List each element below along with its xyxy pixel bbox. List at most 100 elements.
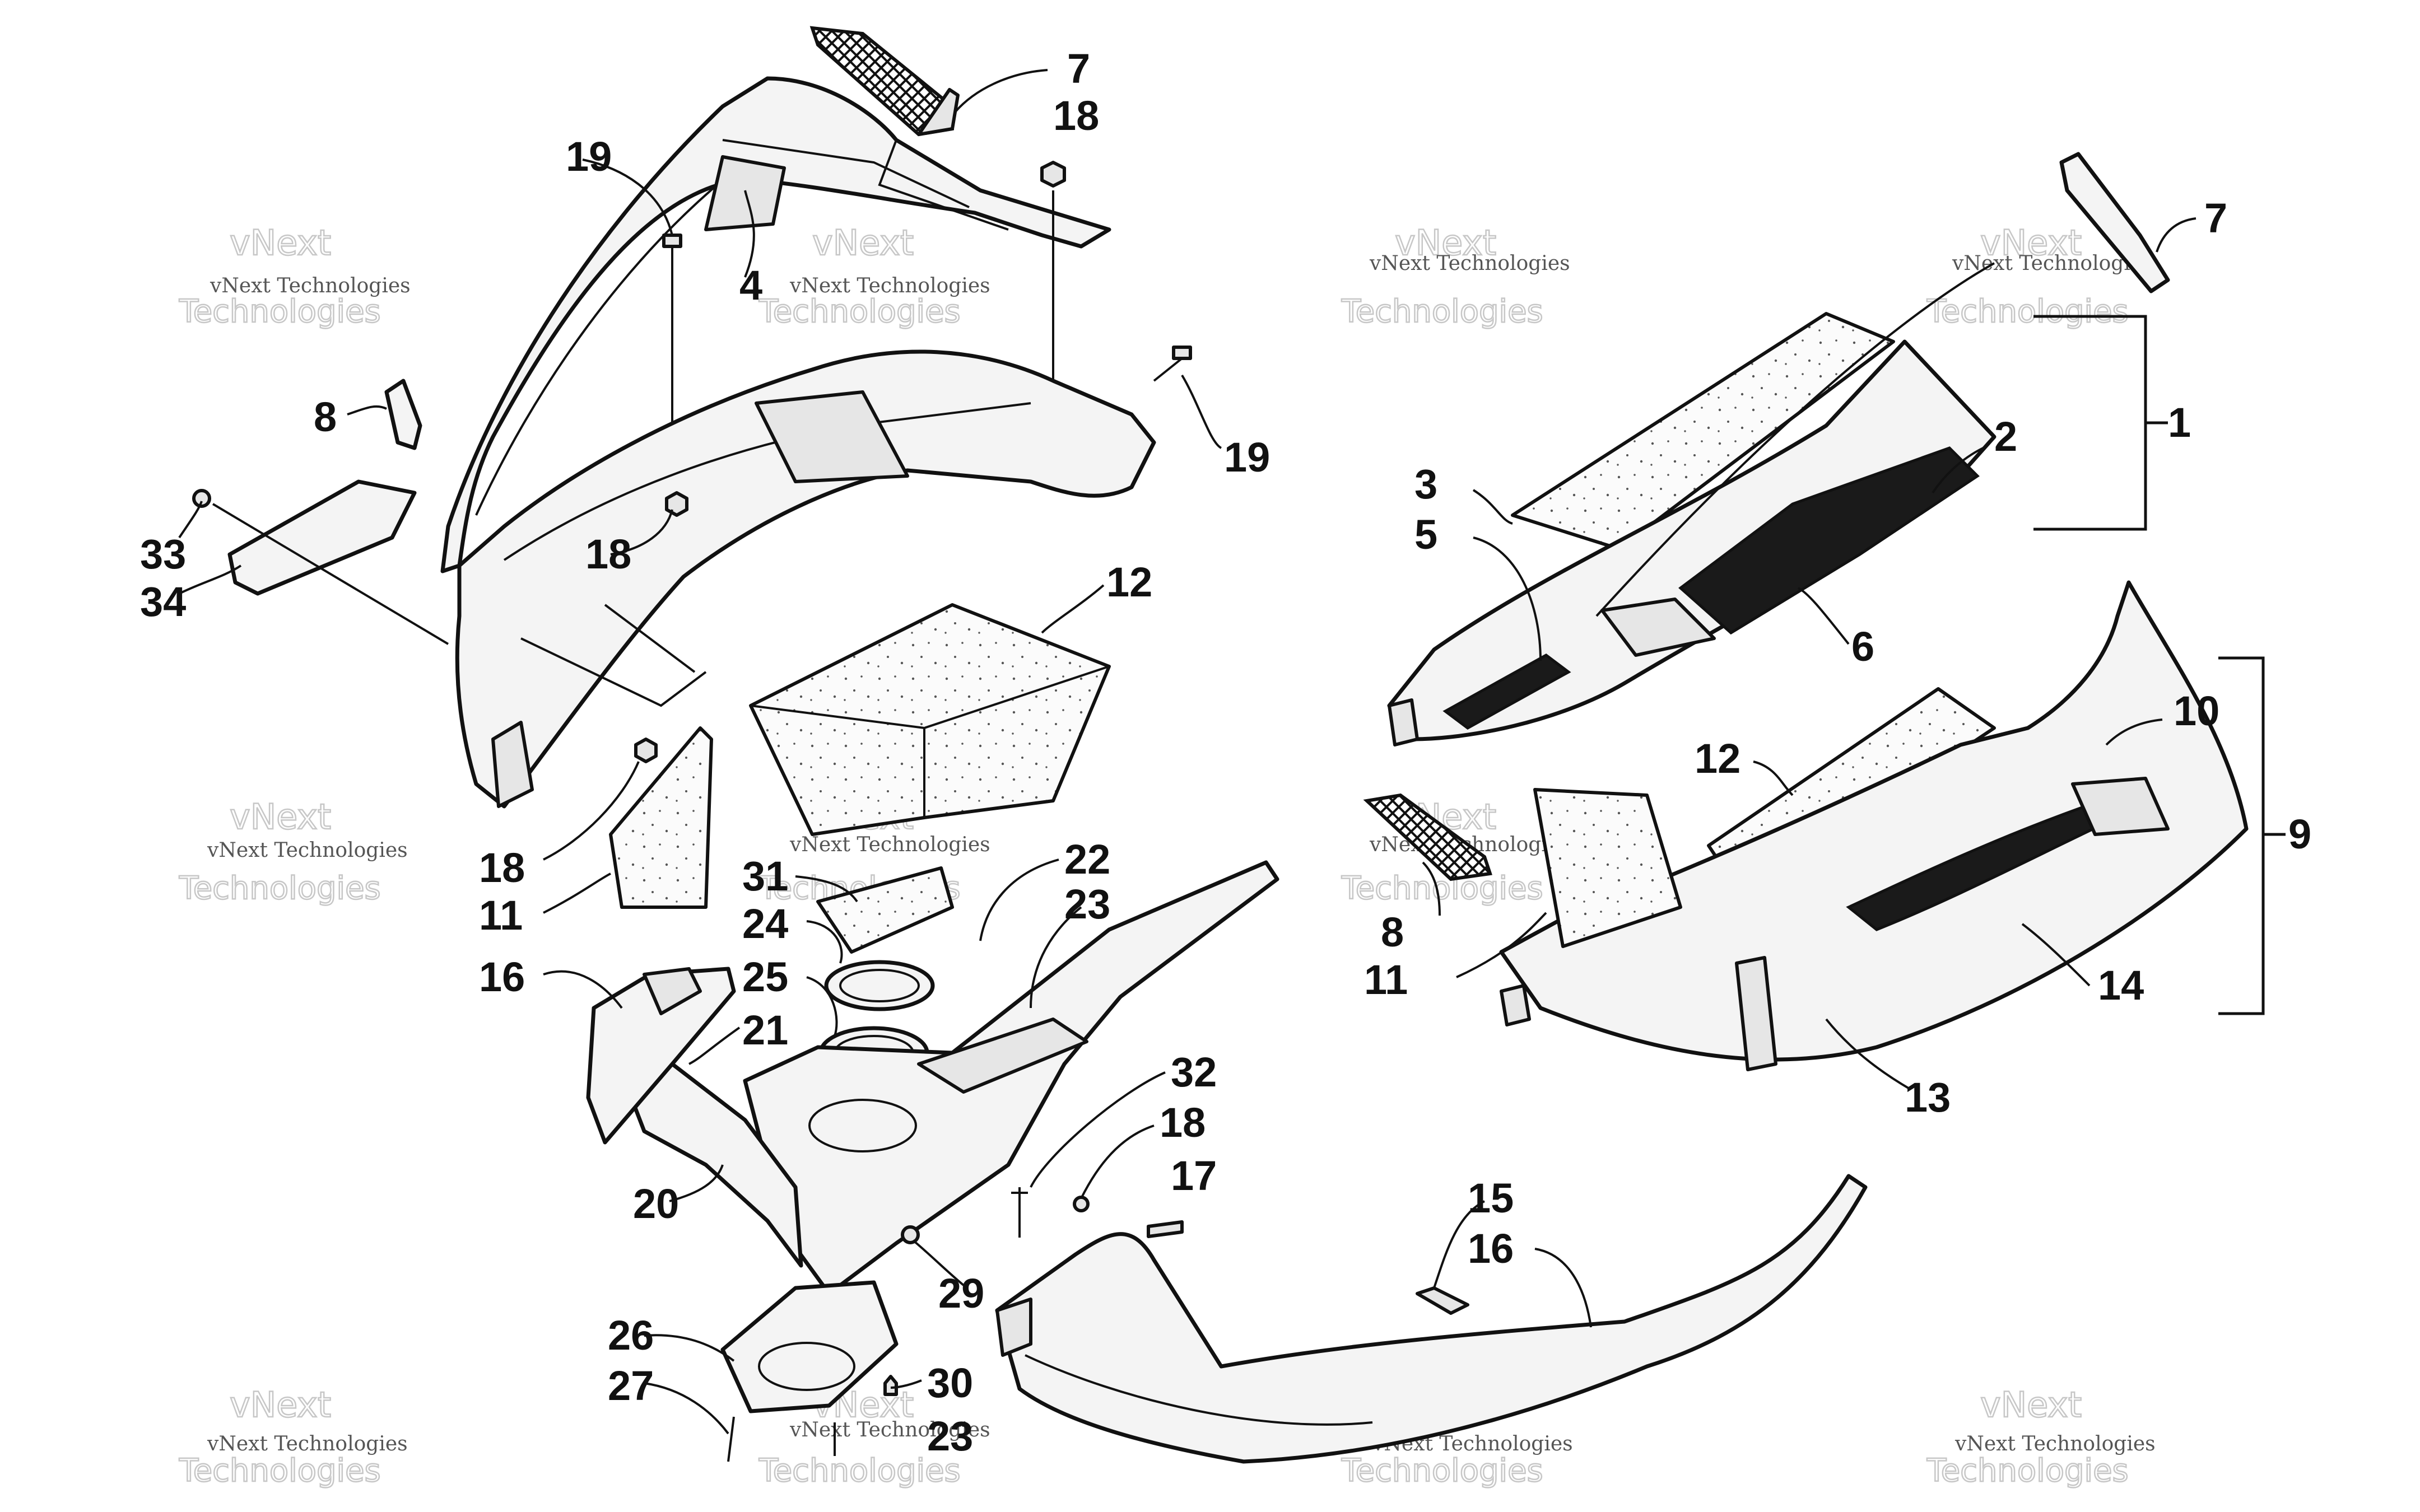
bolt — [192, 489, 211, 508]
callout-31: 31 — [742, 853, 788, 899]
screw — [1172, 346, 1192, 360]
watermark-text: vNext Technologies — [1954, 1432, 2156, 1455]
watermark-text: vNext Technologies — [789, 274, 990, 297]
watermark-text: Technologies — [758, 293, 961, 330]
watermark-text: Technologies — [1341, 1453, 1543, 1489]
rivet — [883, 1375, 898, 1396]
watermark-text: vNext Technologies — [207, 839, 408, 862]
upper-side-panel — [1387, 312, 1997, 746]
callout-2: 2 — [1994, 413, 2017, 460]
callout-29: 29 — [938, 1270, 984, 1317]
callout-8: 8 — [314, 394, 337, 440]
bolt — [1147, 1220, 1184, 1238]
callout-18: 18 — [585, 531, 631, 577]
callout-33: 33 — [140, 531, 186, 577]
belly-pan — [586, 860, 1279, 1296]
bolt — [901, 1225, 920, 1244]
watermark-text: Technologies — [179, 870, 381, 907]
watermark: vNext vNext Technologies Technologies — [1341, 222, 1570, 331]
watermark-text: vNext — [230, 222, 331, 263]
callout-25: 25 — [742, 954, 788, 1000]
washer — [1073, 1196, 1090, 1212]
callout-14: 14 — [2098, 962, 2144, 1009]
callout-27: 27 — [608, 1362, 654, 1409]
watermark-text: Technologies — [1341, 870, 1543, 907]
watermark: vNext vNext Technologies Technologies — [178, 1384, 408, 1490]
nut — [665, 491, 688, 517]
callout-12: 12 — [1106, 559, 1152, 605]
left-assembly — [192, 26, 1279, 1462]
callout-18: 18 — [1160, 1099, 1206, 1146]
callout-22: 22 — [1064, 836, 1110, 883]
callout-24: 24 — [742, 900, 788, 947]
callout-16: 16 — [479, 954, 525, 1000]
foam-block-small — [609, 726, 713, 909]
watermark-text: vNext — [230, 1384, 331, 1425]
nut — [634, 738, 658, 763]
watermark-text: vNext Technologies — [210, 274, 411, 297]
watermark-text: vNext — [1395, 222, 1496, 263]
foam-block-right — [1533, 788, 1682, 948]
callout-16: 16 — [1468, 1225, 1514, 1272]
callout-7: 7 — [2204, 195, 2227, 241]
side-vent-right — [2059, 152, 2170, 293]
tunnel-rail — [995, 1174, 1868, 1464]
lower-duct — [720, 1280, 899, 1413]
upper-hood-frame — [440, 76, 1111, 573]
callout-4: 4 — [739, 262, 762, 309]
leader-line — [212, 503, 449, 645]
callout-12: 12 — [1695, 735, 1740, 782]
hood-vent-mesh — [809, 26, 960, 137]
callout-15: 15 — [1468, 1175, 1514, 1221]
callout-7: 7 — [1067, 45, 1090, 92]
callout-11: 11 — [479, 892, 523, 939]
watermark-text: vNext Technologies — [1369, 252, 1570, 275]
callout-13: 13 — [1905, 1074, 1951, 1121]
watermark: vNext vNext Technologies Technologies — [1341, 796, 1570, 908]
foam-block-large — [749, 603, 1111, 836]
callout-30: 30 — [927, 1360, 973, 1406]
watermark-text: vNext — [230, 796, 331, 837]
watermark: vNext vNext Technologies Technologies — [178, 222, 411, 331]
callout-19: 19 — [566, 133, 612, 180]
side-vent — [384, 379, 422, 450]
watermark-text: vNext Technologies — [789, 1418, 990, 1441]
callout-26: 26 — [608, 1312, 654, 1359]
callout-23: 23 — [1064, 881, 1110, 927]
watermark: vNext vNext Technologies Technologies — [178, 796, 408, 908]
panel-31 — [816, 866, 954, 954]
watermark-text: vNext Technologies — [789, 833, 990, 856]
watermark-text: vNext Technologies — [207, 1432, 408, 1455]
callout-23: 23 — [927, 1413, 973, 1459]
screw — [662, 234, 682, 248]
watermark-text: Technologies — [758, 1453, 961, 1489]
watermark-text: Technologies — [1926, 1453, 2129, 1489]
callout-19: 19 — [1224, 434, 1270, 480]
watermark: vNext vNext Technologies Technologies — [758, 222, 990, 331]
callout-1: 1 — [2168, 399, 2191, 446]
watermarks: vNext vNext Technologies Technologies vN… — [178, 222, 2156, 1490]
hood-body — [455, 349, 1156, 809]
callout-6: 6 — [1851, 623, 1874, 670]
watermark-text: Technologies — [179, 1453, 381, 1489]
watermark-text: vNext — [812, 222, 914, 263]
watermark-text: Technologies — [1341, 293, 1543, 330]
clip — [1416, 1286, 1469, 1315]
callout-18: 18 — [1053, 92, 1099, 139]
callout-21: 21 — [742, 1007, 788, 1053]
callout-8: 8 — [1381, 909, 1404, 955]
callout-32: 32 — [1171, 1049, 1217, 1095]
callout-34: 34 — [140, 578, 186, 625]
rivet — [727, 1416, 735, 1462]
lower-side-panel — [1499, 580, 2249, 1071]
callout-11: 11 — [1364, 956, 1408, 1003]
side-bracket — [227, 479, 417, 596]
watermark-text: vNext — [1980, 1384, 2082, 1425]
nut — [1040, 161, 1066, 188]
callout-20: 20 — [633, 1180, 679, 1227]
leader-line — [1153, 357, 1183, 382]
side-vent-mesh-right — [1363, 793, 1492, 881]
watermark: vNext vNext Technologies Technologies — [1926, 1384, 2156, 1490]
callout-18: 18 — [479, 844, 525, 891]
